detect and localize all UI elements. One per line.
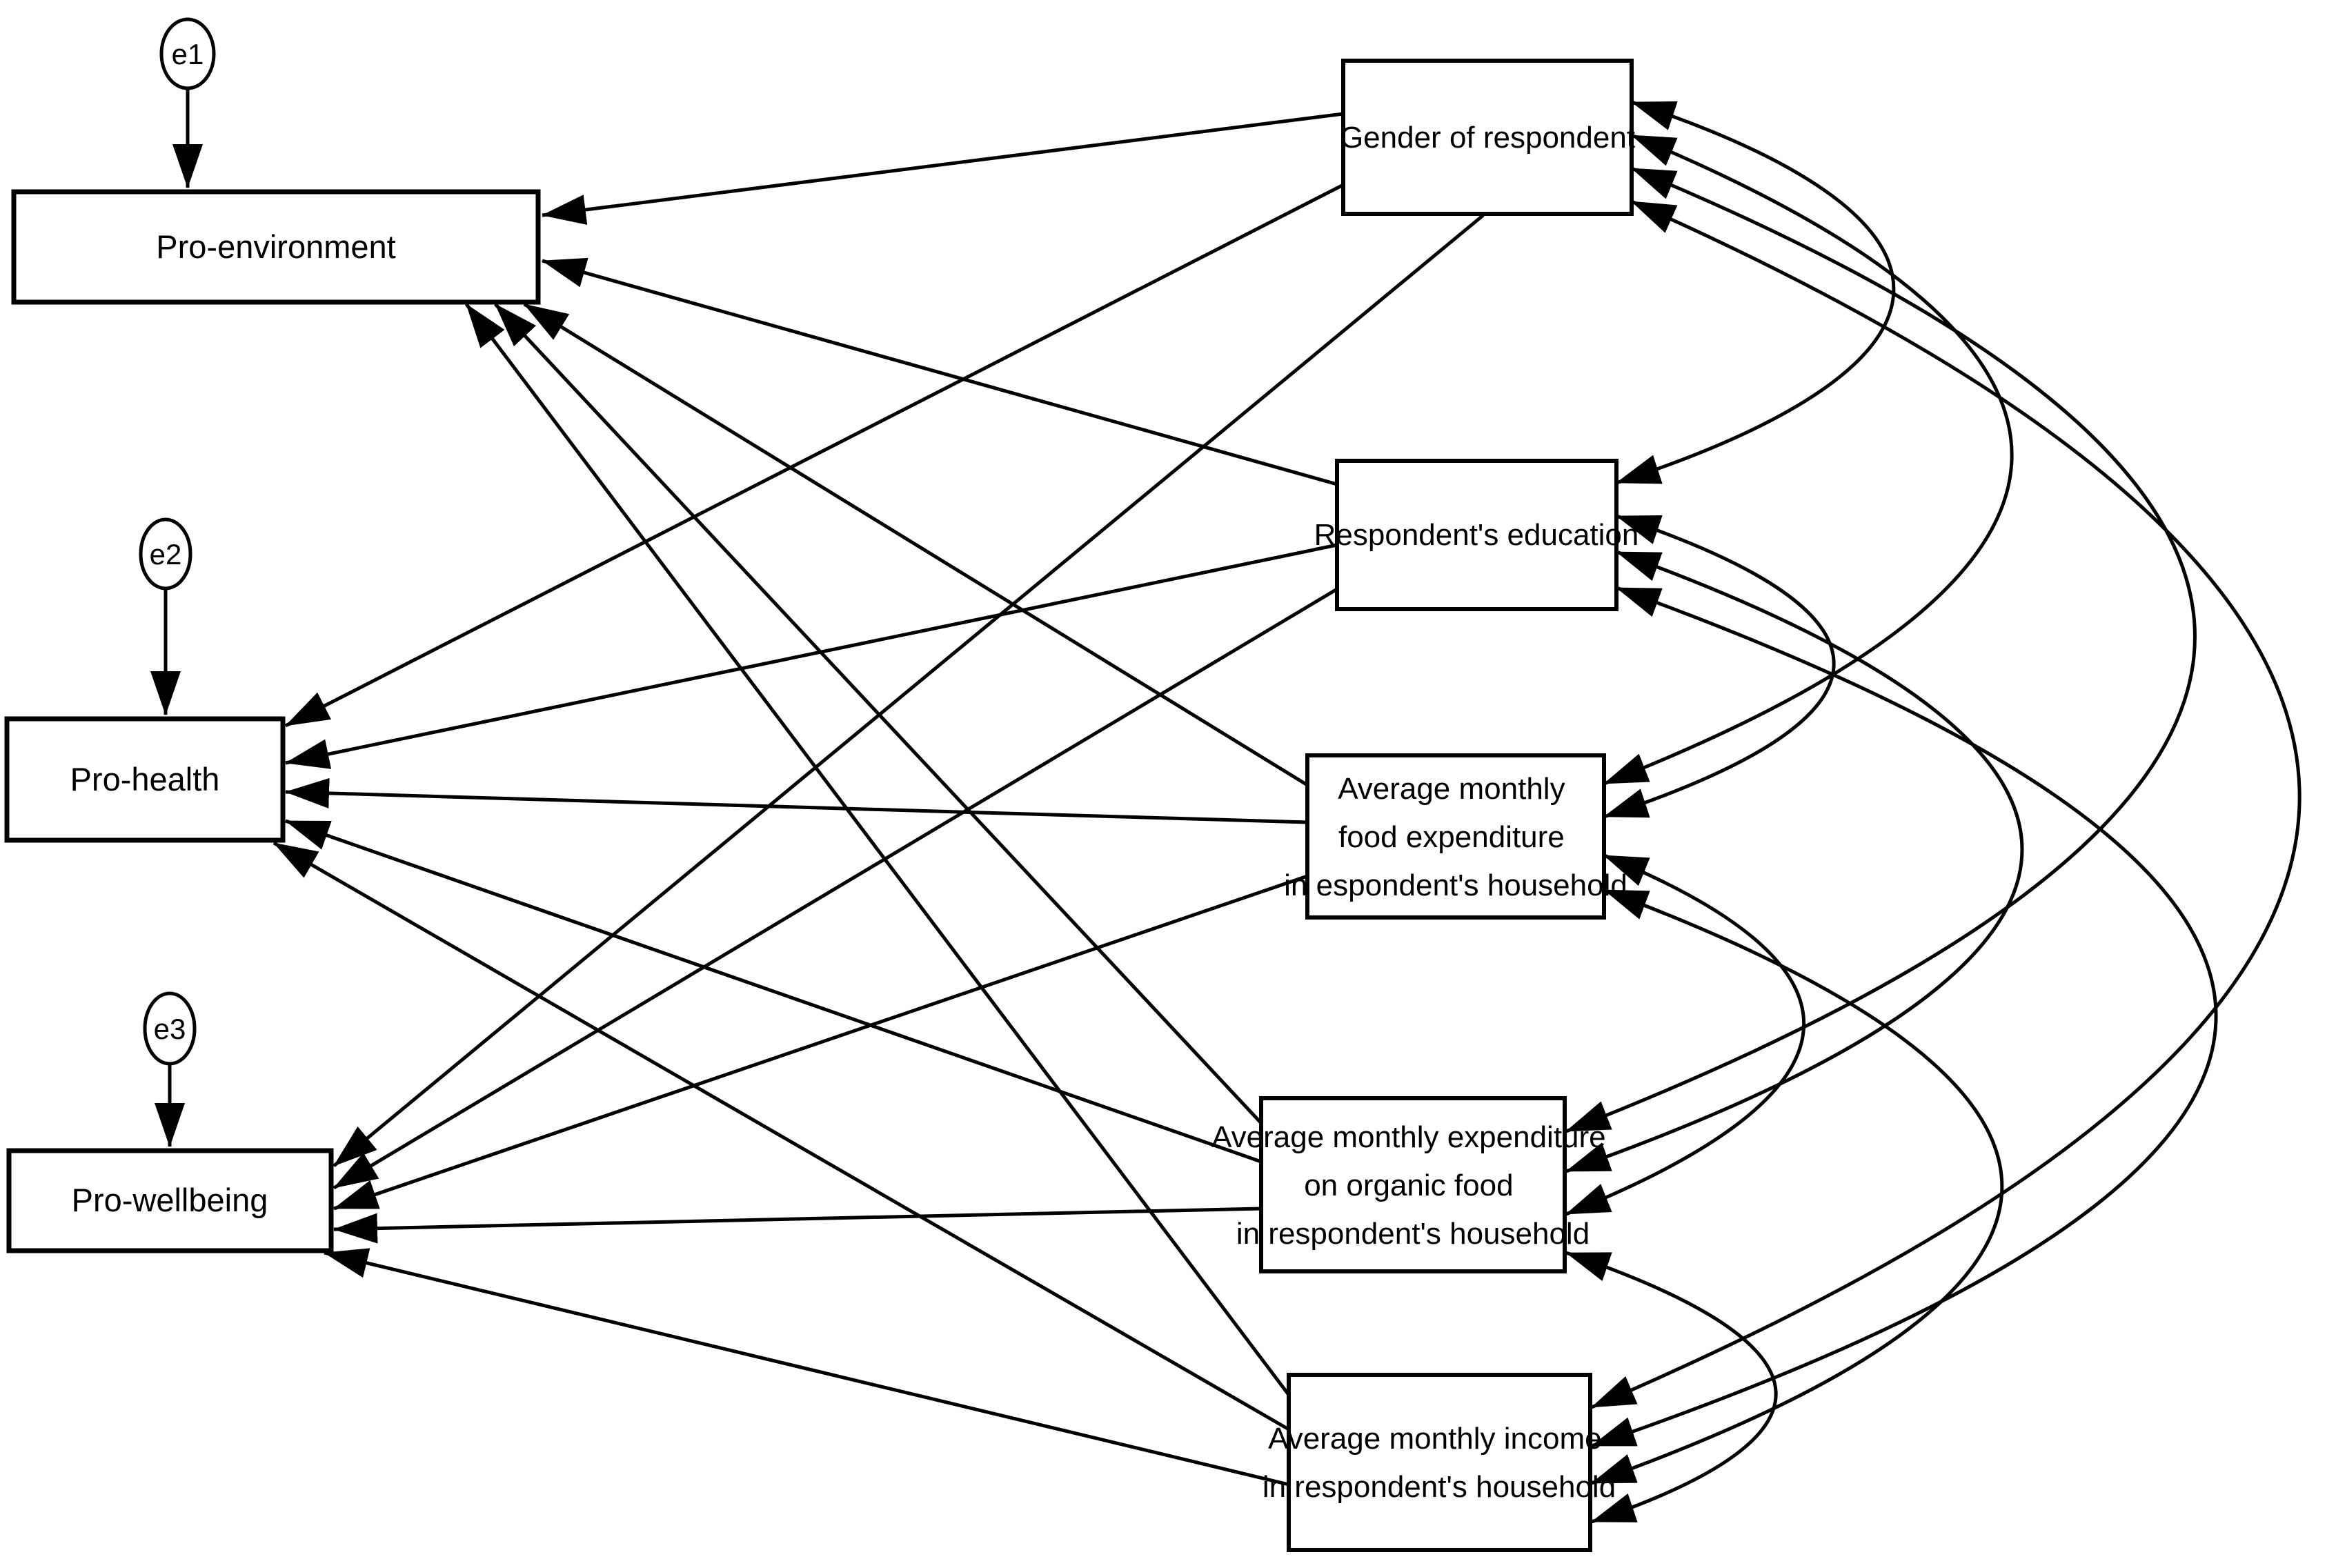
food-expenditure-line2: food expenditure (1338, 820, 1565, 854)
path-gender-to-pro-wellbeing (333, 214, 1485, 1167)
pro-health-rect (4, 716, 286, 843)
organic-expenditure-line1: Average monthly expenditure (1211, 1120, 1606, 1154)
income-box: Average monthly income in respondent's h… (1263, 1373, 1616, 1552)
covariance-gender-income (1591, 199, 2302, 1409)
path-education-to-pro-environment (542, 257, 1338, 486)
path-organic-to-pro-wellbeing (333, 1207, 1262, 1244)
pro-wellbeing-box: Pro-wellbeing (6, 1148, 334, 1253)
education-box: Respondent's education (1314, 459, 1639, 611)
education-label: Respondent's education (1314, 518, 1639, 552)
error-e1-label: e1 (172, 38, 204, 70)
error-term-e2: e2 (139, 517, 192, 715)
error-e1-circle (159, 17, 216, 90)
path-gender-to-pro-environment (542, 112, 1344, 225)
covariance-gender-organic-expenditure (1565, 166, 2197, 1133)
food-expenditure-line1: Average monthly (1338, 772, 1565, 806)
organic-expenditure-label: Average monthly expenditure on organic f… (1211, 1120, 1614, 1251)
income-rect (1287, 1373, 1592, 1552)
path-food-to-pro-wellbeing (333, 874, 1308, 1211)
pro-environment-rect (11, 189, 541, 305)
gender-label: Gender of respondent (1340, 121, 1635, 155)
error-e2-circle (139, 517, 192, 591)
organic-expenditure-line3: in respondent's household (1236, 1217, 1590, 1251)
food-expenditure-label: Average monthly food expenditure in espo… (1284, 772, 1627, 902)
path-income-to-pro-environment (465, 303, 1290, 1396)
path-income-to-pro-health (273, 841, 1290, 1431)
path-income-to-pro-wellbeing (324, 1248, 1289, 1487)
regression-paths (273, 112, 1485, 1487)
error-term-e3: e3 (143, 991, 197, 1147)
pro-wellbeing-label: Pro-wellbeing (72, 1182, 268, 1218)
pro-environment-box: Pro-environment (11, 189, 541, 305)
income-label: Average monthly income in respondent's h… (1263, 1422, 1616, 1504)
path-organic-to-pro-health (285, 819, 1262, 1164)
path-gender-to-pro-health (284, 183, 1345, 728)
error-e3-circle (143, 991, 197, 1066)
path-education-to-pro-health (285, 543, 1338, 769)
covariance-food-organic-expenditure (1565, 853, 1806, 1216)
path-food-to-pro-environment (523, 302, 1309, 787)
error-e3-label: e3 (154, 1013, 186, 1045)
path-food-to-pro-health (285, 777, 1308, 824)
gender-rect (1341, 59, 1634, 216)
covariance-education-organic-expenditure (1565, 550, 2024, 1173)
path-organic-to-pro-environment (494, 303, 1263, 1124)
pro-health-label: Pro-health (70, 761, 220, 797)
covariance-food-income (1591, 888, 2004, 1485)
error-term-e1: e1 (159, 17, 216, 188)
pro-health-box: Pro-health (4, 716, 286, 843)
gender-box: Gender of respondent (1340, 59, 1635, 216)
pro-environment-label: Pro-environment (156, 228, 395, 265)
covariance-curves (1565, 100, 2302, 1524)
error-e2-label: e2 (150, 538, 182, 570)
food-expenditure-box: Average monthly food expenditure in espo… (1284, 753, 1627, 920)
covariance-gender-food-expenditure (1603, 133, 2014, 786)
education-rect (1335, 459, 1619, 611)
pro-wellbeing-rect (6, 1148, 334, 1253)
covariance-organic-income (1565, 1251, 1778, 1524)
organic-expenditure-rect (1259, 1096, 1567, 1273)
food-expenditure-line3: in espondent's household (1284, 869, 1627, 902)
covariance-education-food-expenditure (1603, 514, 1836, 819)
organic-expenditure-line2: on organic food (1304, 1169, 1513, 1202)
income-line1: Average monthly income (1268, 1422, 1601, 1456)
food-expenditure-rect (1305, 753, 1606, 920)
covariance-education-income (1591, 586, 2218, 1448)
income-line2: in respondent's household (1263, 1470, 1616, 1504)
covariance-gender-education (1616, 100, 1896, 485)
organic-expenditure-box: Average monthly expenditure on organic f… (1211, 1096, 1614, 1273)
path-education-to-pro-wellbeing (333, 587, 1338, 1190)
